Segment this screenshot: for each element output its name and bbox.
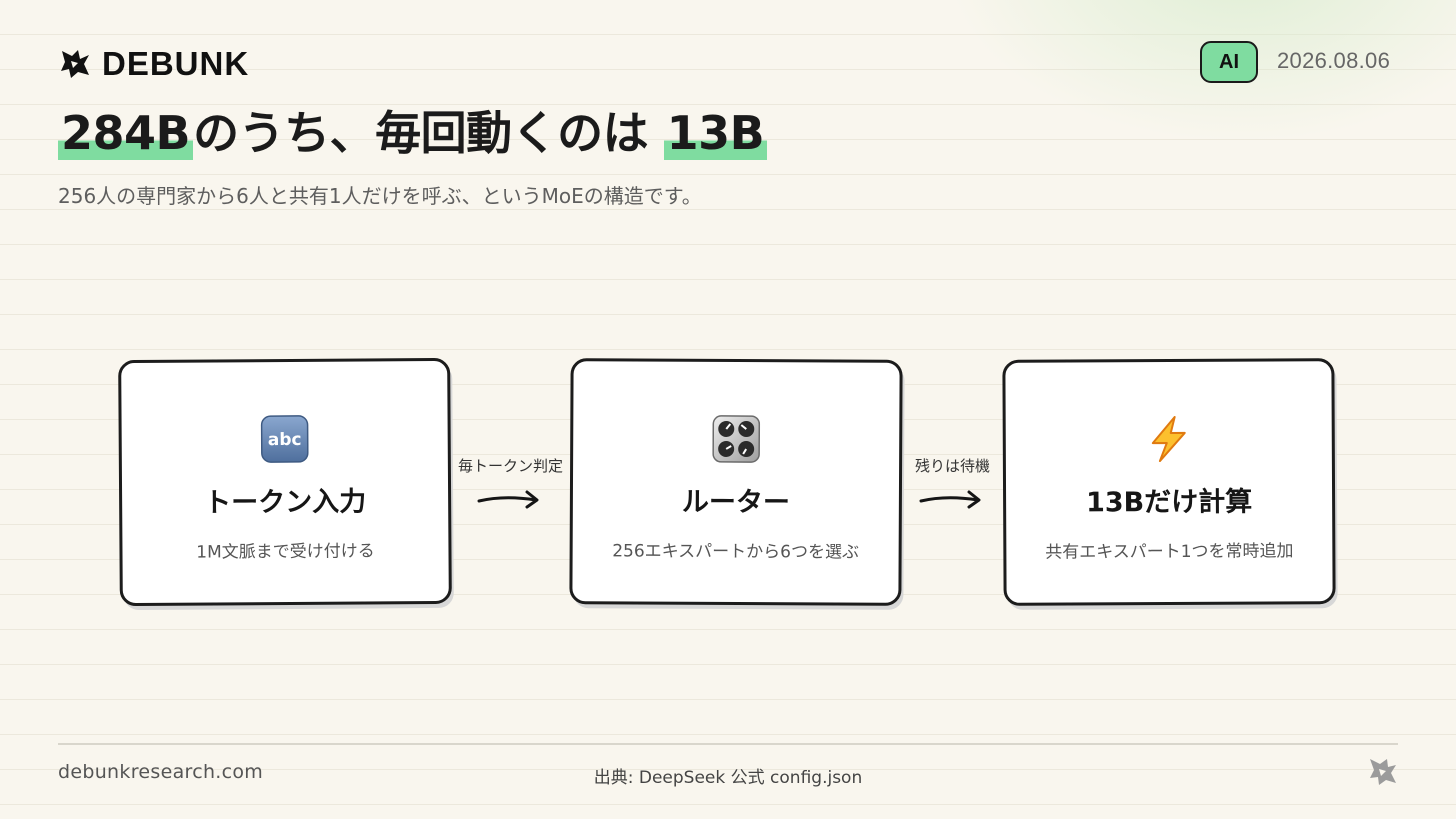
flow-step-compute: 13Bだけ計算 共有エキスパート1つを常時追加: [1002, 358, 1336, 606]
footer-divider: [58, 743, 1398, 745]
connector-label: 残りは待機: [914, 457, 990, 475]
logo-text: DEBUNK: [102, 45, 250, 82]
step-title: 13Bだけ計算: [1085, 486, 1253, 519]
flow-step-token-input: abc トークン入力 1M文脈まで受け付ける: [118, 357, 452, 607]
step-description: 共有エキスパート1つを常時追加: [1045, 541, 1294, 563]
step-description: 1M文脈まで受け付ける: [196, 541, 375, 563]
publish-date: 2026.08.06: [1277, 48, 1391, 73]
title-middle: のうち、毎回動くのは: [193, 106, 649, 160]
flow-step-router: ルーター 256エキスパートから6つを選ぶ: [569, 358, 903, 606]
page-subtitle: 256人の専門家から6人と共有1人だけを呼ぶ、というMoEの構造です。: [58, 184, 702, 208]
brand-logo: DEBUNK: [58, 45, 250, 82]
title-highlight-active: 13B: [663, 106, 768, 160]
debunk-mark-icon: [1367, 756, 1399, 788]
abc-icon: abc: [260, 414, 310, 464]
flow-connector-1: 毎トークン判定: [451, 455, 570, 510]
step-title: ルーター: [681, 486, 790, 519]
step-title: トークン入力: [204, 486, 367, 519]
category-badge: AI: [1200, 41, 1258, 83]
debunk-mark-icon: [58, 47, 92, 81]
step-description: 256エキスパートから6つを選ぶ: [612, 541, 860, 563]
flow-connector-2: 残りは待機: [902, 455, 1003, 510]
control-knobs-icon: [711, 414, 761, 464]
site-url: debunkresearch.com: [58, 761, 264, 783]
svg-text:abc: abc: [268, 430, 302, 450]
page-title: 284Bのうち、毎回動くのは 13B: [58, 100, 768, 166]
source-citation: 出典: DeepSeek 公式 config.json: [593, 768, 863, 788]
arrow-right-icon: [919, 490, 980, 509]
arrow-right-icon: [477, 490, 538, 509]
title-highlight-total: 284B: [58, 106, 194, 160]
connector-label: 毎トークン判定: [457, 457, 563, 475]
lightning-icon: [1144, 414, 1194, 464]
